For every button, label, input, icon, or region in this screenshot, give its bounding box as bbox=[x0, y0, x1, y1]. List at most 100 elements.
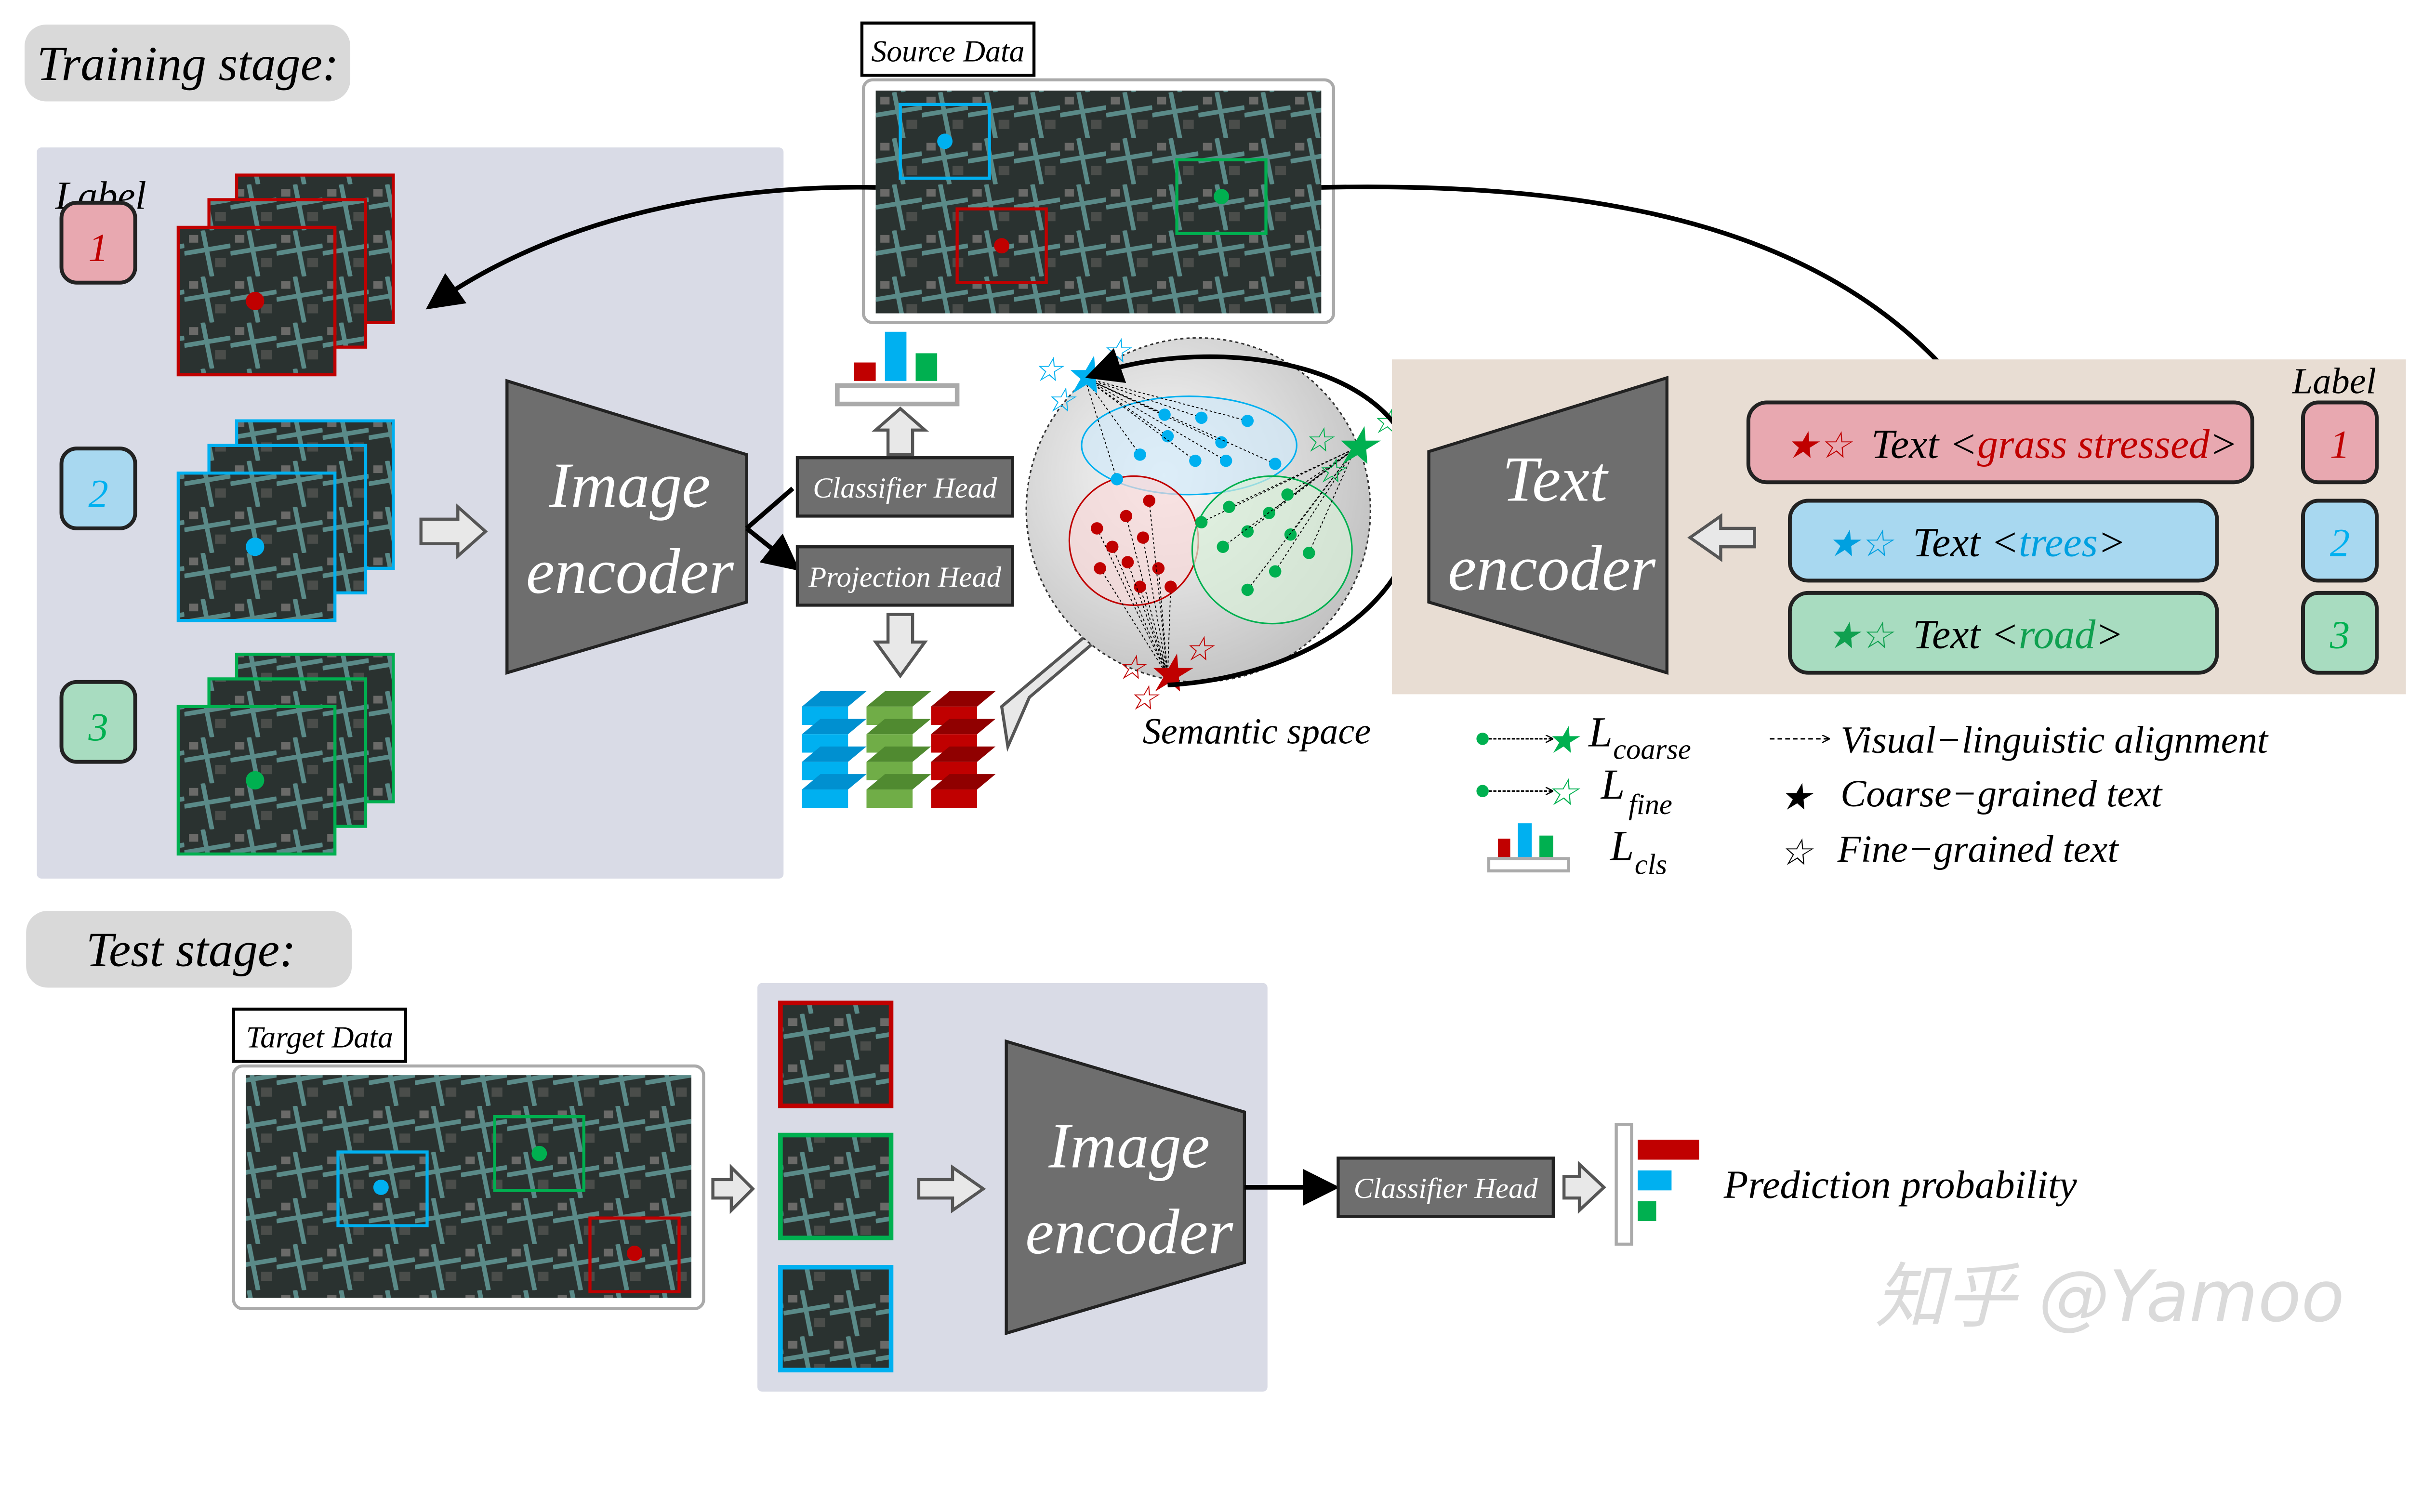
sample-image bbox=[176, 225, 337, 377]
alignment-line bbox=[1142, 537, 1168, 676]
projection-head-label: Projection Head bbox=[808, 561, 1002, 593]
text-label-number: 3 bbox=[2330, 613, 2350, 657]
semantic-space-label: Semantic space bbox=[1143, 710, 1371, 751]
fine-star-icon: ☆ bbox=[1128, 680, 1160, 717]
fine-star-icon: ☆ bbox=[1303, 421, 1336, 459]
alignment-line bbox=[1084, 377, 1168, 437]
source-to-text-arrow bbox=[1321, 184, 1978, 410]
feature-cell bbox=[866, 719, 931, 735]
test-image-encoder bbox=[1005, 1039, 1246, 1336]
feature-vectors bbox=[802, 691, 996, 808]
label-badge bbox=[59, 447, 137, 530]
feature-cell bbox=[931, 774, 996, 790]
projection-head bbox=[795, 545, 1014, 607]
cls-icon bbox=[835, 331, 960, 407]
target-data-label: Target Data bbox=[246, 1020, 393, 1054]
feature-point bbox=[1152, 562, 1165, 575]
text-prompt-label: Text <grass stressed> bbox=[1871, 421, 2237, 467]
feature-point bbox=[1219, 454, 1232, 467]
alignment-line bbox=[1290, 448, 1356, 535]
watermark: 知乎 @Yamoo bbox=[1875, 1255, 2344, 1338]
feature-point bbox=[1111, 473, 1123, 486]
feature-cell bbox=[866, 691, 931, 707]
alignment-line bbox=[1127, 562, 1168, 676]
feature-point bbox=[1215, 436, 1228, 449]
alignment-line bbox=[1167, 587, 1171, 676]
legend-l-fine: L bbox=[1600, 761, 1625, 808]
text-prompt-3: ★☆Text <road>3 bbox=[1787, 591, 2379, 675]
hollow-arrow-right bbox=[419, 503, 488, 560]
feature-point bbox=[1269, 458, 1282, 470]
source-data-tag bbox=[860, 21, 1036, 77]
feature-point bbox=[1195, 516, 1208, 528]
text-label-badge bbox=[2301, 400, 2379, 485]
legend-l-cls-sub: cls bbox=[1635, 848, 1667, 881]
label-badge bbox=[59, 200, 137, 285]
feature-cell bbox=[866, 746, 931, 762]
classifier-head bbox=[795, 456, 1014, 518]
fine-star-icon: ☆ bbox=[1115, 649, 1148, 686]
legend-alignment: Visual−linguistic alignment bbox=[1840, 719, 2269, 761]
label-group-1: 1 bbox=[59, 173, 395, 377]
svg-text:★: ★ bbox=[1546, 720, 1581, 761]
alignment-line bbox=[1139, 586, 1168, 676]
target-data-image bbox=[246, 1075, 691, 1298]
svg-text:☆: ☆ bbox=[1546, 772, 1581, 813]
test-stage-label: Test stage: bbox=[86, 923, 296, 977]
legend-fine-text: Fine−grained text bbox=[1837, 828, 2119, 870]
feature-cell bbox=[931, 789, 978, 808]
feature-point bbox=[1091, 522, 1103, 535]
cluster-green bbox=[1191, 475, 1353, 625]
text-label-badge bbox=[2301, 499, 2379, 583]
feature-point bbox=[1189, 454, 1202, 467]
feature-cell bbox=[802, 719, 867, 735]
text-label-title: Label bbox=[2292, 360, 2376, 401]
feature-point bbox=[1241, 414, 1254, 427]
feature-point bbox=[1134, 580, 1146, 593]
legend-l-cls: L bbox=[1609, 822, 1634, 870]
test-classifier-head bbox=[1337, 1157, 1555, 1218]
star-pair-icon: ★☆ bbox=[1827, 616, 1895, 657]
feature-point bbox=[1143, 494, 1155, 507]
classifier-head-label: Classifier Head bbox=[813, 472, 997, 504]
feature-point bbox=[1284, 528, 1297, 541]
prediction-bars bbox=[1615, 1122, 1699, 1246]
legend: ★ L coarse ☆ L fine L cls Visual−linguis… bbox=[1476, 709, 2269, 881]
alignment-line bbox=[1308, 448, 1356, 553]
text-label-number: 2 bbox=[2330, 520, 2350, 565]
source-data-image bbox=[875, 91, 1322, 314]
feature-point bbox=[1269, 565, 1282, 578]
alignment-line bbox=[1229, 448, 1355, 508]
svg-text:★: ★ bbox=[1779, 776, 1814, 817]
alignment-line bbox=[1084, 377, 1222, 443]
hollow-arrow-down bbox=[873, 613, 928, 679]
hollow-arrow-right bbox=[1562, 1160, 1606, 1214]
cluster-red bbox=[1068, 475, 1199, 606]
fine-star-icon: ☆ bbox=[1045, 382, 1077, 420]
training-stage-label: Training stage: bbox=[37, 37, 339, 91]
label-number: 2 bbox=[88, 471, 108, 515]
feature-point bbox=[1106, 540, 1119, 553]
text-label-badge bbox=[2301, 591, 2379, 675]
text-prompt-label: Text <trees> bbox=[1913, 519, 2126, 565]
feature-point bbox=[1165, 580, 1177, 593]
feature-cell bbox=[931, 746, 996, 762]
fine-star-icon: ☆ bbox=[1183, 631, 1216, 668]
legend-l-coarse-sub: coarse bbox=[1613, 733, 1691, 765]
alignment-line bbox=[1149, 500, 1168, 676]
test-image-encoder-label-2: encoder bbox=[1025, 1196, 1233, 1267]
feature-point bbox=[1158, 408, 1171, 421]
label-number: 1 bbox=[88, 225, 108, 270]
star-pair-icon: ★☆ bbox=[1827, 523, 1895, 564]
coarse-star-icon: ★ bbox=[1144, 645, 1194, 703]
alignment-line bbox=[1084, 377, 1202, 419]
source-data-label: Source Data bbox=[871, 34, 1024, 68]
test-classifier-head-label: Classifier Head bbox=[1354, 1172, 1538, 1205]
coarse-star-icon: ★ bbox=[1332, 418, 1381, 475]
label-group-3: 3 bbox=[59, 653, 395, 856]
feature-cell bbox=[866, 789, 913, 808]
prediction-label: Prediction probability bbox=[1723, 1162, 2077, 1207]
hollow-arrow-right bbox=[917, 1164, 986, 1213]
feature-cell bbox=[931, 719, 996, 735]
alignment-line bbox=[1085, 377, 1248, 421]
